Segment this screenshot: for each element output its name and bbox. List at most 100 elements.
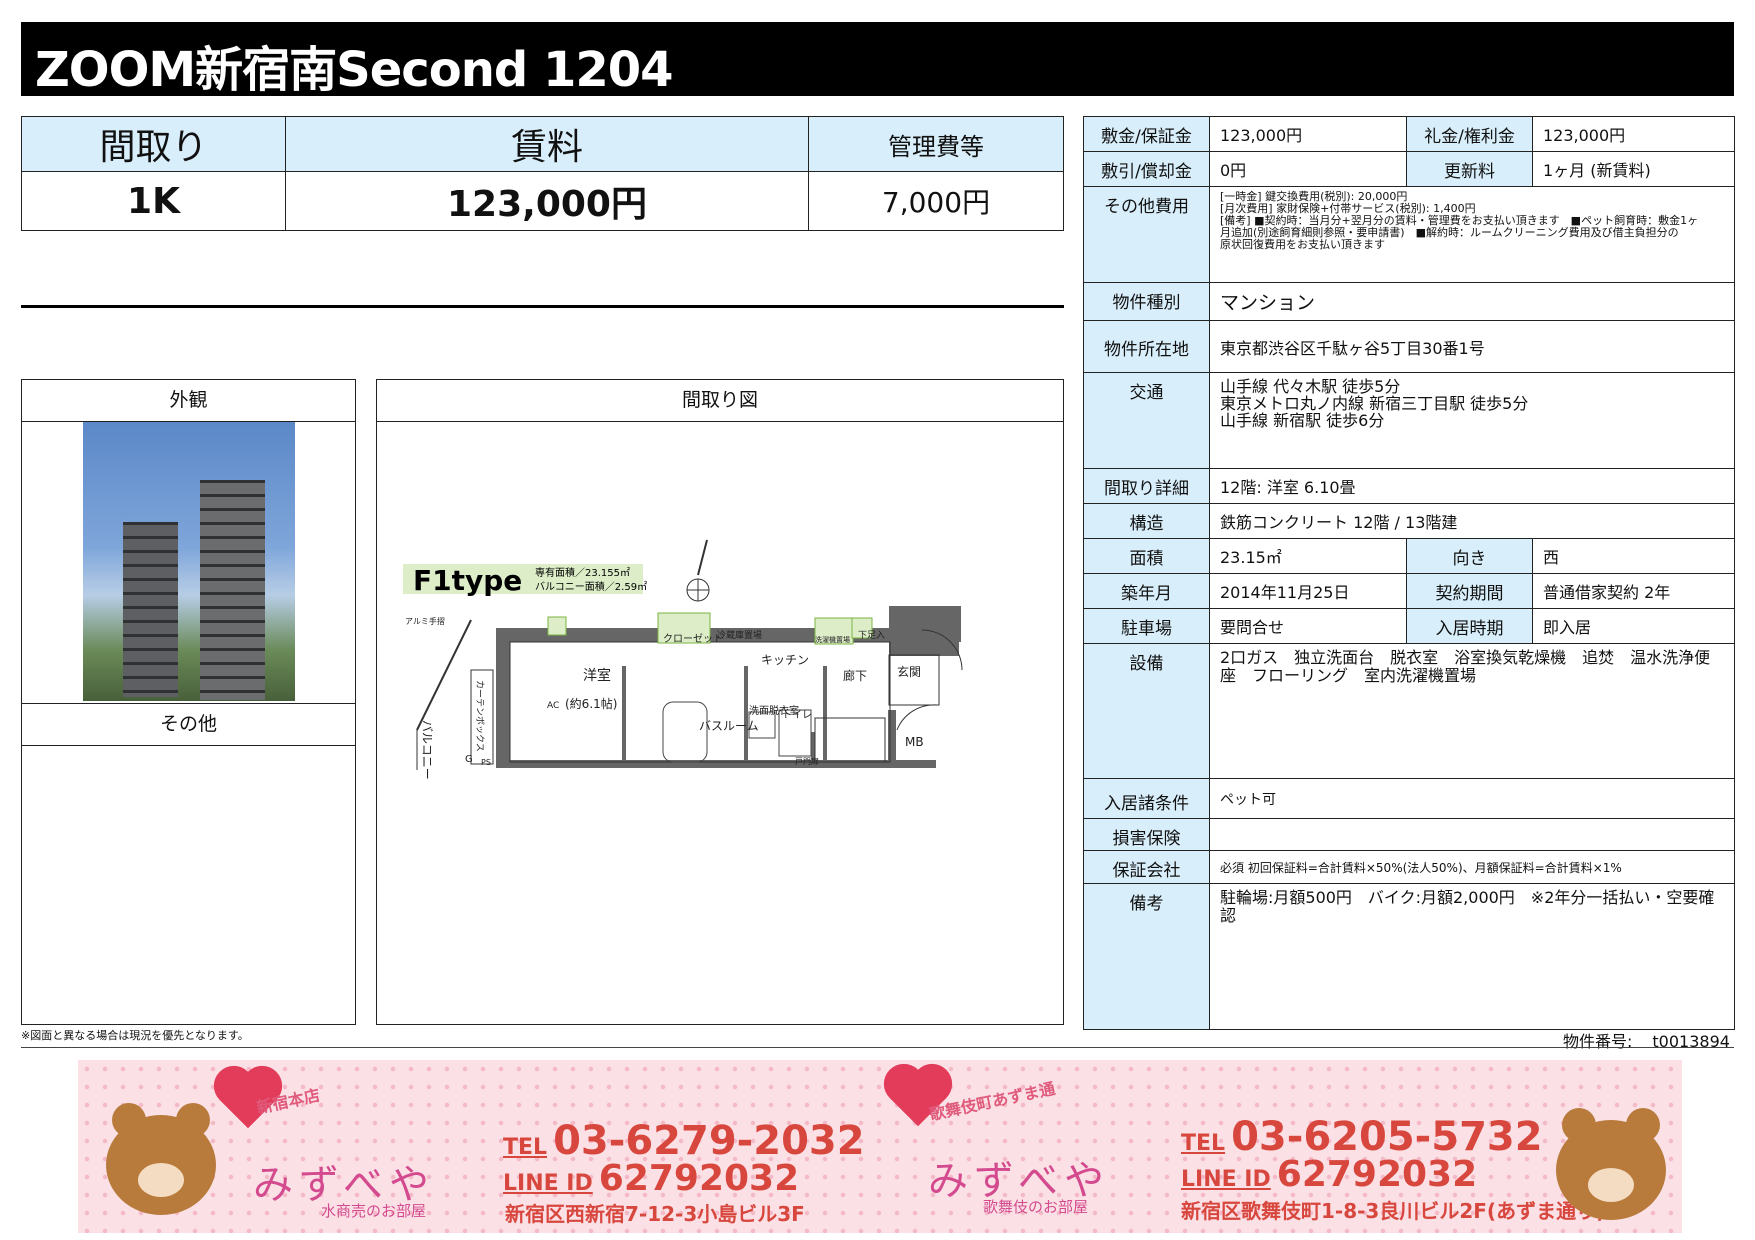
direction-value: 西 xyxy=(1532,538,1735,574)
fixtures xyxy=(547,612,873,645)
fee-value: 7,000円 xyxy=(808,171,1064,231)
other-cost-line: [一時金] 鍵交換費用(税別): 20,000円 xyxy=(1220,190,1408,203)
rent-value: 123,000円 xyxy=(285,171,809,231)
area-value: 23.15㎡ xyxy=(1209,538,1407,574)
summary-table: 間取り 賃料 管理費等 1K 123,000円 7,000円 xyxy=(21,116,1064,231)
layout-detail-label: 間取り詳細 xyxy=(1083,468,1210,504)
store2-logo: みずべや xyxy=(928,1158,1110,1204)
g-label: G xyxy=(465,754,473,765)
floorplan-heading: 間取り図 xyxy=(377,380,1063,422)
property-number: 物件番号: t0013894 xyxy=(1563,1028,1730,1052)
kitchen-label: キッチン xyxy=(761,653,809,667)
store2-subtitle: 歌舞伎のお部屋 xyxy=(983,1198,1089,1216)
deposit-label: 敷金/保証金 xyxy=(1083,116,1210,152)
type-label: 物件種別 xyxy=(1083,282,1210,321)
property-number-label: 物件番号: xyxy=(1563,1032,1633,1051)
washroom-label: 洗面脱衣室 xyxy=(749,704,799,717)
other-cost-line: [備考] ■契約時：当月分+翌月分の賃料・管理費をお支払い頂きます ■ペット飼育… xyxy=(1220,214,1699,227)
closet-label: クローゼット xyxy=(663,633,723,645)
page-title: ZOOM新宿南Second 1204 xyxy=(35,42,674,98)
deduction-label: 敷引/償却金 xyxy=(1083,151,1210,187)
transport-label: 交通 xyxy=(1083,372,1210,469)
store1-subtitle: 水商売のお部屋 xyxy=(321,1202,427,1220)
bear-mascot-icon xyxy=(106,1103,216,1215)
conditions-value: ペット可 xyxy=(1209,778,1735,819)
other-cost-line: [月次費用] 家財保険+付帯サービス(税別): 1,400円 xyxy=(1220,202,1476,215)
renewal-label: 更新料 xyxy=(1406,151,1533,187)
divider xyxy=(21,305,1064,308)
ps-label: PS xyxy=(481,758,491,767)
title-bar: ZOOM新宿南Second 1204 xyxy=(21,22,1734,98)
store1-line-label: LINE ID xyxy=(503,1171,593,1196)
other-cost-line: 原状回復費用をお支払い頂きます xyxy=(1220,238,1385,251)
bath-label: バスルーム xyxy=(699,719,759,733)
western-room-label: 洋室 xyxy=(583,667,611,684)
renewal-value: 1ヶ月 (新賃料) xyxy=(1532,151,1735,187)
contract-value: 普通借家契約 2年 xyxy=(1532,573,1735,609)
room-size-label: (約6.1帖) xyxy=(565,696,617,711)
transport-line: 山手線 代々木駅 徒歩5分 xyxy=(1220,377,1401,396)
parking-value: 要問合せ xyxy=(1209,608,1407,644)
handrail-label: アルミ手摺 xyxy=(405,616,445,626)
insurance-label: 損害保険 xyxy=(1083,818,1210,851)
ac-label: AC xyxy=(547,701,559,711)
area-label: 面積 xyxy=(1083,538,1210,574)
transport-line: 山手線 新宿駅 徒歩6分 xyxy=(1220,411,1385,430)
floorplan-panel: 間取り図 F1type 専有面積／23.155㎡ バルコニー面積／2.59㎡ xyxy=(376,379,1064,1025)
store2-line-label: LINE ID xyxy=(1181,1167,1271,1192)
area-text: 専有面積／23.155㎡ xyxy=(535,566,630,579)
store1-line-id: 62792032 xyxy=(598,1158,800,1199)
footer-divider xyxy=(21,1047,1734,1048)
property-number-value: t0013894 xyxy=(1652,1032,1730,1051)
key-money-label: 礼金/権利金 xyxy=(1406,116,1533,152)
type-label: F1type xyxy=(413,564,522,597)
layout-label: 間取り xyxy=(21,116,286,172)
insurance-value xyxy=(1209,818,1735,851)
remarks-value: 駐輪場:月額500円 バイク:月額2,000円 ※2年分一括払い・空要確認 xyxy=(1209,883,1735,1030)
curtain-box-label: カーテンボックス xyxy=(474,680,485,752)
fridge-label: 冷蔵庫置場 xyxy=(717,629,762,641)
corridor-label: 廊下 xyxy=(843,668,867,683)
exterior-photo xyxy=(83,422,295,701)
move-in-label: 入居時期 xyxy=(1406,608,1533,644)
direction-label: 向き xyxy=(1406,538,1533,574)
store1-address: 新宿区西新宿7-12-3小島ビル3F xyxy=(505,1202,805,1226)
contract-label: 契約期間 xyxy=(1406,573,1533,609)
structure-value: 鉄筋コンクリート 12階 / 13階建 xyxy=(1209,503,1735,539)
mb-label: MB xyxy=(905,735,924,749)
key-money-value: 123,000円 xyxy=(1532,116,1735,152)
store2-tel-number: 03-6205-5732 xyxy=(1231,1114,1543,1160)
rent-label: 賃料 xyxy=(285,116,809,172)
store2-address: 新宿区歌舞伎町1-8-3良川ビル2F(あずま通り) xyxy=(1181,1199,1606,1223)
transport-value: 山手線 代々木駅 徒歩5分 東京メトロ丸ノ内線 新宿三丁目駅 徒歩5分 山手線 … xyxy=(1209,372,1735,469)
entrance-label: 玄関 xyxy=(897,664,921,679)
washer-label: 洗濯機置場 xyxy=(815,635,850,644)
type-value: マンション xyxy=(1209,282,1735,321)
building-right xyxy=(200,480,265,700)
address-value: 東京都渋谷区千駄ヶ谷5丁目30番1号 xyxy=(1209,320,1735,373)
bath-outline xyxy=(662,701,812,763)
layout-detail-value: 12階: 洋室 6.10畳 xyxy=(1209,468,1735,504)
other-cost-label: その他費用 xyxy=(1083,186,1210,283)
toilet-label: トイレ xyxy=(782,710,812,721)
conditions-label: 入居諸条件 xyxy=(1083,778,1210,819)
footnote: ※図面と異なる場合は現況を優先となります。 xyxy=(21,1029,249,1042)
other-cost-value: [一時金] 鍵交換費用(税別): 20,000円 [月次費用] 家財保険+付帯サ… xyxy=(1209,186,1735,283)
shoe-cabinet-label: 下足入 xyxy=(858,630,885,641)
equipment-value: 2口ガス 独立洗面台 脱衣室 浴室換気乾燥機 追焚 温水洗浄便座 フローリング … xyxy=(1209,643,1735,779)
guarantor-label: 保証会社 xyxy=(1083,850,1210,884)
built-value: 2014年11月25日 xyxy=(1209,573,1407,609)
other-cost-line: 月追加(別途飼育細則参照・要申請書) ■解約時：ルームクリーニング費用及び借主負… xyxy=(1220,226,1679,239)
bear-mascot-icon-2 xyxy=(1556,1108,1666,1220)
store1-tel-number: 03-6279-2032 xyxy=(553,1118,865,1164)
balcony-label: バルコニー xyxy=(420,720,434,780)
built-label: 築年月 xyxy=(1083,573,1210,609)
parking-label: 駐車場 xyxy=(1083,608,1210,644)
deposit-value: 123,000円 xyxy=(1209,116,1407,152)
structure-label: 構造 xyxy=(1083,503,1210,539)
